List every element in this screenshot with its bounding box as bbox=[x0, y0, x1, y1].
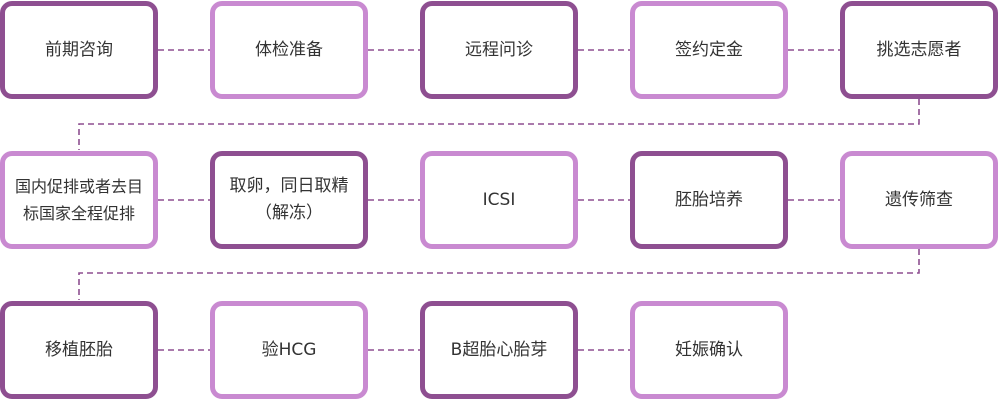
step-label: 签约定金 bbox=[675, 39, 743, 60]
step-transfer: 移植胚胎 bbox=[0, 301, 158, 399]
step-label: B超胎心胎芽 bbox=[450, 339, 548, 360]
step-consult: 前期咨询 bbox=[0, 1, 158, 99]
step-label: 取卵，同日取精 （解冻） bbox=[229, 176, 349, 223]
step-label: ICSI bbox=[482, 189, 516, 210]
step-label: 国内促排或者去目 标国家全程促排 bbox=[14, 177, 143, 223]
step-label: 妊娠确认 bbox=[675, 339, 743, 360]
step-retrieval: 取卵，同日取精 （解冻） bbox=[210, 151, 368, 249]
step-label: 验HCG bbox=[261, 339, 317, 360]
step-label: 移植胚胎 bbox=[45, 339, 113, 360]
step-label: 前期咨询 bbox=[45, 39, 113, 60]
step-ultrasound: B超胎心胎芽 bbox=[420, 301, 578, 399]
step-contract: 签约定金 bbox=[630, 1, 788, 99]
connector-5-6 bbox=[78, 99, 920, 150]
step-label: 遗传筛查 bbox=[885, 189, 953, 210]
step-screening: 遗传筛查 bbox=[840, 151, 998, 249]
step-hcg: 验HCG bbox=[210, 301, 368, 399]
step-stimulation: 国内促排或者去目 标国家全程促排 bbox=[0, 151, 158, 249]
connector-10-11 bbox=[78, 249, 920, 300]
step-confirm: 妊娠确认 bbox=[630, 301, 788, 399]
step-label: 远程问诊 bbox=[465, 39, 533, 60]
step-label: 体检准备 bbox=[255, 39, 323, 60]
step-donor: 挑选志愿者 bbox=[840, 1, 998, 99]
step-label: 挑选志愿者 bbox=[876, 39, 962, 60]
step-label: 胚胎培养 bbox=[675, 189, 743, 210]
step-remote: 远程问诊 bbox=[420, 1, 578, 99]
step-icsi: ICSI bbox=[420, 151, 578, 249]
step-culture: 胚胎培养 bbox=[630, 151, 788, 249]
step-checkup: 体检准备 bbox=[210, 1, 368, 99]
